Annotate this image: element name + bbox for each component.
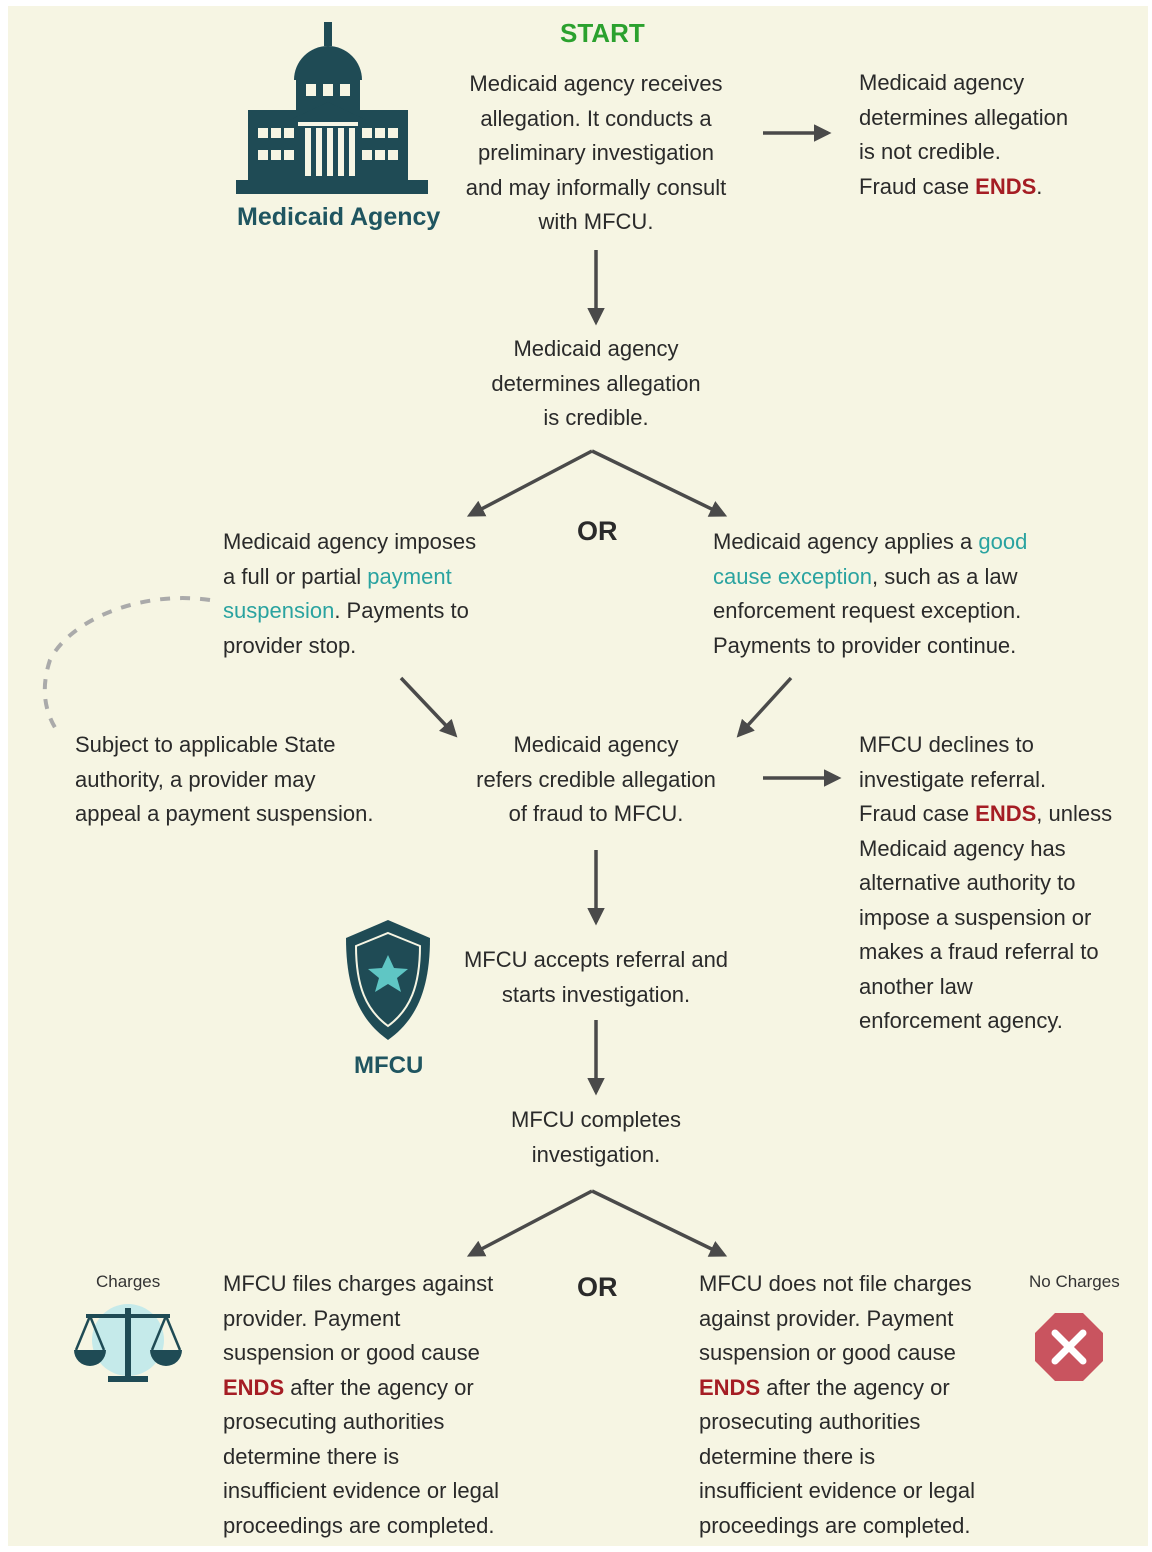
arrow-good-cause-to-refer [736, 676, 793, 738]
node-refer-to-mfcu: Medicaid agency refers credible allegati… [476, 732, 716, 826]
ends-label: ENDS [223, 1374, 285, 1400]
payment-suspension-term: suspension [223, 598, 335, 623]
no-x-icon [1035, 1313, 1103, 1381]
good-cause-term: good [978, 529, 1028, 554]
ends-label: ENDS [975, 801, 1037, 826]
node-not-credible: Medicaid agency determines allegation is… [859, 70, 1069, 199]
ends-label: ENDS [975, 173, 1037, 199]
arrow-to-suspension [466, 449, 593, 517]
arrow-suspension-to-refer [399, 676, 458, 738]
diagram-background [8, 6, 1148, 1546]
node-receive-allegation: Medicaid agency receives allegation. It … [465, 71, 727, 234]
node-files-charges: MFCU files charges against provider. Pay… [223, 1271, 499, 1538]
arrow-to-files [466, 1189, 593, 1257]
appeal-dashed-connector [42, 596, 211, 737]
medicaid-agency-label: Medicaid Agency [237, 203, 441, 231]
mfcu-label: MFCU [354, 1052, 424, 1079]
start-label: START [560, 18, 645, 48]
charges-label: Charges [96, 1272, 161, 1291]
node-mfcu-completes: MFCU completes investigation. [511, 1107, 681, 1167]
arrow-to-no-file [591, 1189, 728, 1257]
good-cause-term: cause exception [713, 563, 872, 589]
or-label-top: OR [577, 516, 618, 546]
scales-of-justice-icon [74, 1304, 182, 1382]
node-no-charges: MFCU does not file charges against provi… [699, 1271, 975, 1538]
node-appeal: Subject to applicable State authority, a… [75, 732, 374, 826]
or-label-bottom: OR [577, 1272, 618, 1302]
capitol-building-icon [236, 22, 428, 194]
arrow-to-good-cause [591, 449, 728, 517]
payment-suspension-term: payment [367, 563, 452, 589]
node-payment-suspension: Medicaid agency imposes a full or partia… [223, 529, 477, 658]
no-charges-label: No Charges [1029, 1272, 1120, 1291]
node-good-cause-exception: Medicaid agency applies a good cause exc… [713, 529, 1028, 658]
ends-label: ENDS [699, 1374, 761, 1400]
node-mfcu-accepts: MFCU accepts referral and starts investi… [463, 947, 729, 1007]
police-badge-icon [346, 920, 430, 1040]
node-credible: Medicaid agency determines allegation is… [491, 336, 701, 430]
node-mfcu-declines: MFCU declines to investigate referral. F… [859, 732, 1113, 1033]
